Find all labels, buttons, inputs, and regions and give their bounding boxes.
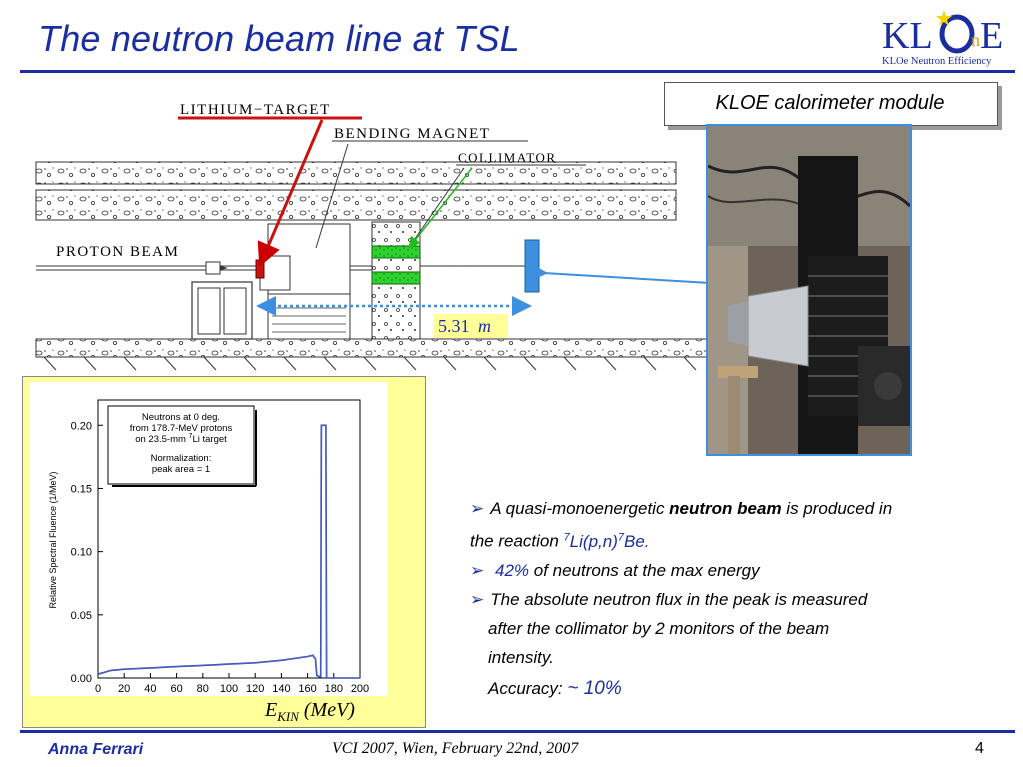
y-tick-label: 0.20 — [71, 420, 92, 432]
y-tick-label: 0.15 — [71, 483, 92, 495]
x-tick-label: 200 — [351, 683, 369, 695]
target-pointer-arrow — [257, 119, 324, 268]
floor-hatching — [43, 356, 697, 371]
collimator-green-upper — [371, 245, 421, 259]
distance-value: 5.31 — [438, 316, 470, 336]
logo-n: n — [971, 30, 980, 50]
svg-text:5.31 m: 5.31 m — [438, 316, 491, 336]
x-axis-ticks: 0 20 40 60 80 100 120 140 160 180 200 — [95, 673, 369, 695]
footer-conference: VCI 2007, Wien, February 22nd, 2007 — [332, 740, 579, 757]
spectrum-series-outline — [97, 424, 360, 679]
concrete-wall-top-2 — [35, 189, 677, 221]
bullet-1-line-2: the reaction 7Li(p,n)7Be. — [470, 531, 650, 551]
y-tick-label: 0.00 — [71, 673, 92, 685]
page-number: 4 — [975, 740, 984, 757]
label-proton-beam: PROTON BEAM — [56, 244, 179, 260]
annotation-box — [107, 405, 255, 485]
x-tick-label: 100 — [220, 683, 238, 695]
y-tick-label: 0.10 — [71, 547, 92, 559]
y-axis-ticks: 0.00 0.05 0.10 0.15 0.20 — [71, 420, 103, 685]
x-tick-label: 180 — [325, 683, 343, 695]
footer-divider — [20, 730, 1015, 733]
bullet-arrow-icon: ➢ — [470, 560, 485, 580]
bullet-3-line-2: after the collimator by 2 monitors of th… — [488, 618, 830, 638]
annotation-line-5: peak area = 1 — [152, 464, 210, 475]
concrete-wall-top-1 — [35, 161, 677, 185]
bullet-arrow-icon: ➢ — [470, 589, 485, 609]
label-bending-magnet: BENDING MAGNET — [334, 126, 490, 142]
footer-author: Anna Ferrari — [48, 741, 144, 758]
spectrum-chart: 0.00 0.05 0.10 0.15 0.20 0 20 40 60 80 100 120 140 1… — [48, 399, 369, 695]
logo-kl: KL — [882, 15, 933, 57]
x-tick-label: 160 — [298, 683, 316, 695]
distance-label-box — [434, 314, 508, 338]
logo-subtitle: KLOe Neutron Efficiency — [882, 56, 992, 67]
accuracy-line: Accuracy: ~ 10% — [488, 677, 622, 699]
module-label-box — [664, 82, 998, 126]
x-tick-label: 140 — [272, 683, 290, 695]
bullet-3-line-3: intensity. — [488, 647, 554, 667]
collimator-green-lower — [371, 271, 421, 285]
kloe-module-marker — [524, 239, 540, 293]
klone-logo: KL n E KLOe Neutron Efficiency — [882, 10, 1003, 67]
lithium-target — [255, 259, 265, 279]
annotation-line-2: from 178.7-MeV protons — [130, 423, 233, 434]
bullet-list: ➢A quasi-monoenergetic neutron beam is p… — [470, 494, 1010, 703]
label-collimator: COLLIMATOR — [458, 150, 557, 165]
concrete-floor — [35, 338, 710, 358]
logo-o-ring — [939, 14, 975, 54]
photo-pointer-arrow — [527, 262, 710, 284]
bullet-2: ➢ 42% of neutrons at the max energy — [470, 560, 760, 580]
title-divider — [20, 70, 1015, 73]
bullet-1: ➢A quasi-monoenergetic neutron beam is p… — [470, 499, 893, 518]
x-tick-label: 120 — [246, 683, 264, 695]
beamline-schematic: LITHIUM−TARGET BENDING MAGNET COLLIMATOR… — [35, 102, 710, 371]
x-tick-label: 0 — [95, 683, 101, 695]
x-axis-label: EKIN (MeV) — [265, 699, 355, 724]
x-tick-label: 80 — [197, 683, 209, 695]
label-lithium-target: LITHIUM−TARGET — [180, 102, 331, 118]
collimator-pointer-arrow — [408, 167, 473, 249]
annotation-line-1: Neutrons at 0 deg. — [142, 412, 220, 423]
x-tick-label: 20 — [118, 683, 130, 695]
logo-star-icon — [936, 10, 952, 26]
logo-e: E — [980, 15, 1003, 57]
target-station — [191, 281, 253, 340]
annotation-line-3: on 23.5-mm 7Li target — [135, 433, 227, 445]
bullet-3: ➢The absolute neutron flux in the peak i… — [470, 589, 868, 609]
distance-unit: m — [478, 316, 491, 336]
x-tick-label: 40 — [144, 683, 156, 695]
y-axis-label: Relative Spectral Fluence (1/MeV) — [48, 471, 58, 608]
annotation-line-4: Normalization: — [151, 453, 212, 464]
module-label: KLOE calorimeter module — [715, 92, 945, 114]
x-tick-label: 60 — [170, 683, 182, 695]
kloe-module-photo — [706, 124, 912, 456]
bullet-arrow-icon: ➢ — [470, 499, 485, 518]
slide-title: The neutron beam line at TSL — [38, 18, 520, 59]
y-tick-label: 0.05 — [71, 610, 92, 622]
